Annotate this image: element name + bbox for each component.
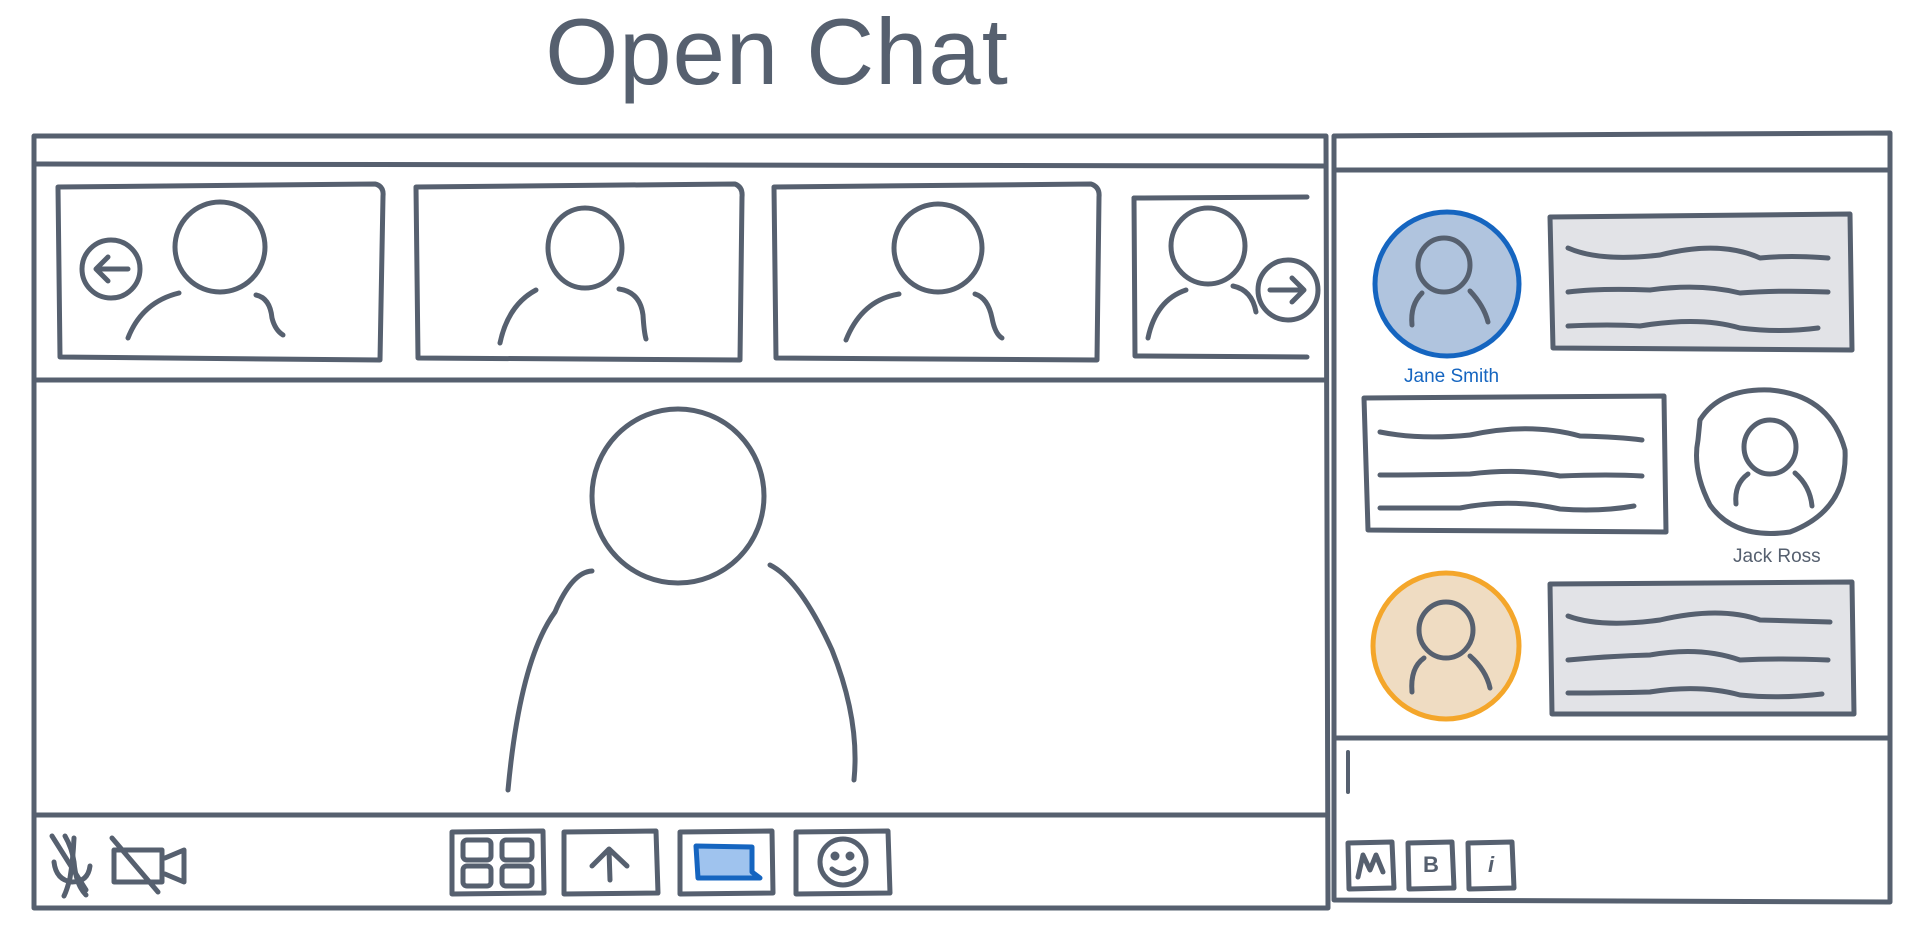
chat-avatar-jack-ross[interactable] bbox=[1694, 387, 1848, 536]
avatar bbox=[497, 205, 649, 346]
chat-panel bbox=[1331, 130, 1893, 905]
share-upload-icon[interactable] bbox=[561, 828, 661, 897]
screen-share-icon[interactable] bbox=[677, 828, 776, 897]
bold-button-frame[interactable] bbox=[1405, 839, 1457, 892]
mic-muted-icon[interactable] bbox=[49, 833, 93, 899]
markdown-button[interactable] bbox=[1345, 839, 1397, 892]
avatar bbox=[125, 199, 286, 341]
italic-button[interactable]: i bbox=[1487, 852, 1495, 877]
composer-caret bbox=[1346, 750, 1350, 794]
arrow-right-circle-icon[interactable] bbox=[1255, 257, 1321, 323]
bold-button[interactable]: B bbox=[1423, 852, 1439, 877]
italic-button-frame[interactable] bbox=[1465, 839, 1517, 892]
chat-avatar-orange[interactable] bbox=[1370, 570, 1522, 722]
participant-thumbnail-4[interactable] bbox=[1131, 194, 1310, 360]
avatar bbox=[843, 201, 1005, 343]
sender-name-jane-smith: Jane Smith bbox=[1404, 366, 1500, 387]
chat-message-bubble-2 bbox=[1361, 393, 1669, 535]
video-call-window bbox=[31, 133, 1331, 911]
camera-off-icon[interactable] bbox=[109, 835, 187, 895]
page-title: Open Chat bbox=[545, 0, 1009, 104]
chat-avatar-jane-smith[interactable] bbox=[1372, 209, 1522, 359]
participant-thumbnail-1[interactable] bbox=[55, 181, 386, 363]
arrow-left-circle-icon[interactable] bbox=[79, 237, 143, 301]
chat-message-bubble-3 bbox=[1547, 579, 1857, 717]
message-input[interactable] bbox=[1338, 742, 1886, 832]
avatar bbox=[1145, 205, 1259, 341]
grid-layout-icon[interactable] bbox=[449, 828, 547, 897]
participant-thumbnail-2[interactable] bbox=[413, 181, 745, 363]
main-speaker-video bbox=[505, 406, 858, 793]
sender-name-jack-ross: Jack Ross bbox=[1733, 546, 1821, 567]
chat-message-bubble-1 bbox=[1547, 211, 1855, 353]
participant-thumbnail-3[interactable] bbox=[771, 181, 1102, 363]
emoji-icon[interactable] bbox=[793, 828, 893, 897]
